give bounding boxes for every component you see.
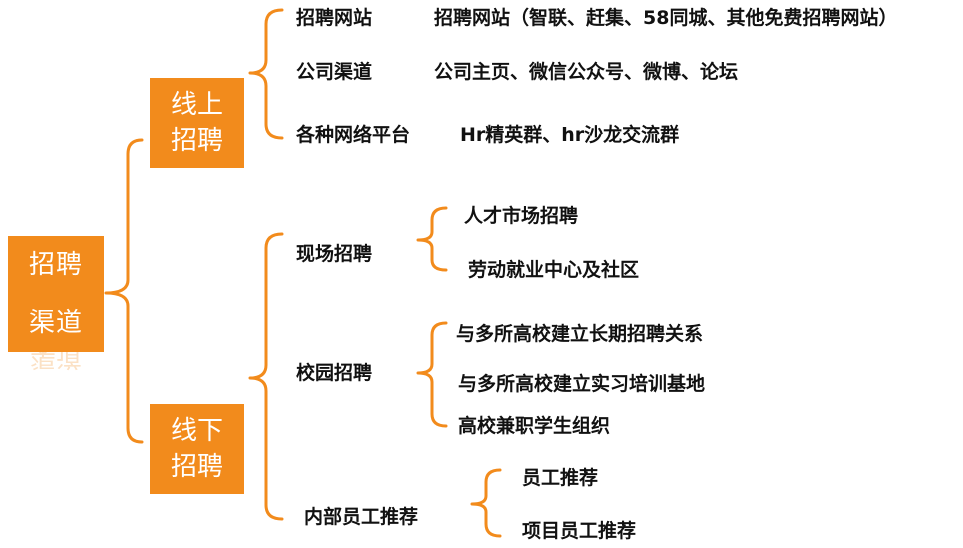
online-item-detail: Hr精英群、hr沙龙交流群 <box>460 124 680 146</box>
online-label-line2: 招聘 <box>170 126 223 156</box>
online-item-label: 各种网络平台 <box>296 124 411 146</box>
online-item-label: 招聘网站 <box>296 7 373 29</box>
offline-group-label: 校园招聘 <box>296 362 373 384</box>
offline-group-item: 劳动就业中心及社区 <box>468 259 640 281</box>
online-item-detail: 招聘网站（智联、赶集、58同城、其他免费招聘网站） <box>434 7 898 29</box>
offline-group-item: 高校兼职学生组织 <box>458 415 611 437</box>
root-reflection-text: 渠道 <box>29 352 82 371</box>
offline-group-item: 项目员工推荐 <box>522 520 637 542</box>
onsite-bracket <box>416 206 448 272</box>
online-item-detail: 公司主页、微信公众号、微博、论坛 <box>434 61 739 83</box>
offline-group-item: 与多所高校建立长期招聘关系 <box>456 323 704 345</box>
online-recruitment-box: 线上 招聘 <box>150 78 244 168</box>
root-label-line1: 招聘 <box>28 250 83 280</box>
online-item-label: 公司渠道 <box>296 61 373 83</box>
offline-recruitment-box: 线下 招聘 <box>150 404 244 494</box>
offline-group-item: 员工推荐 <box>522 467 599 489</box>
referral-bracket <box>470 468 502 538</box>
offline-group-label: 内部员工推荐 <box>304 506 419 528</box>
online-bracket <box>248 8 284 140</box>
root-reflection: 渠道 <box>8 352 104 386</box>
recruitment-channels-box: 招聘 渠道 <box>8 236 104 352</box>
offline-label-line1: 线下 <box>170 416 223 446</box>
online-label-line1: 线上 <box>170 90 223 120</box>
offline-bracket <box>248 232 284 521</box>
offline-group-item: 与多所高校建立实习培训基地 <box>458 373 706 395</box>
offline-label-line2: 招聘 <box>170 452 223 482</box>
offline-group-item: 人才市场招聘 <box>464 205 579 227</box>
root-bracket <box>104 138 144 444</box>
offline-group-label: 现场招聘 <box>296 243 373 265</box>
campus-bracket <box>416 321 448 428</box>
root-label-line2: 渠道 <box>28 308 83 338</box>
